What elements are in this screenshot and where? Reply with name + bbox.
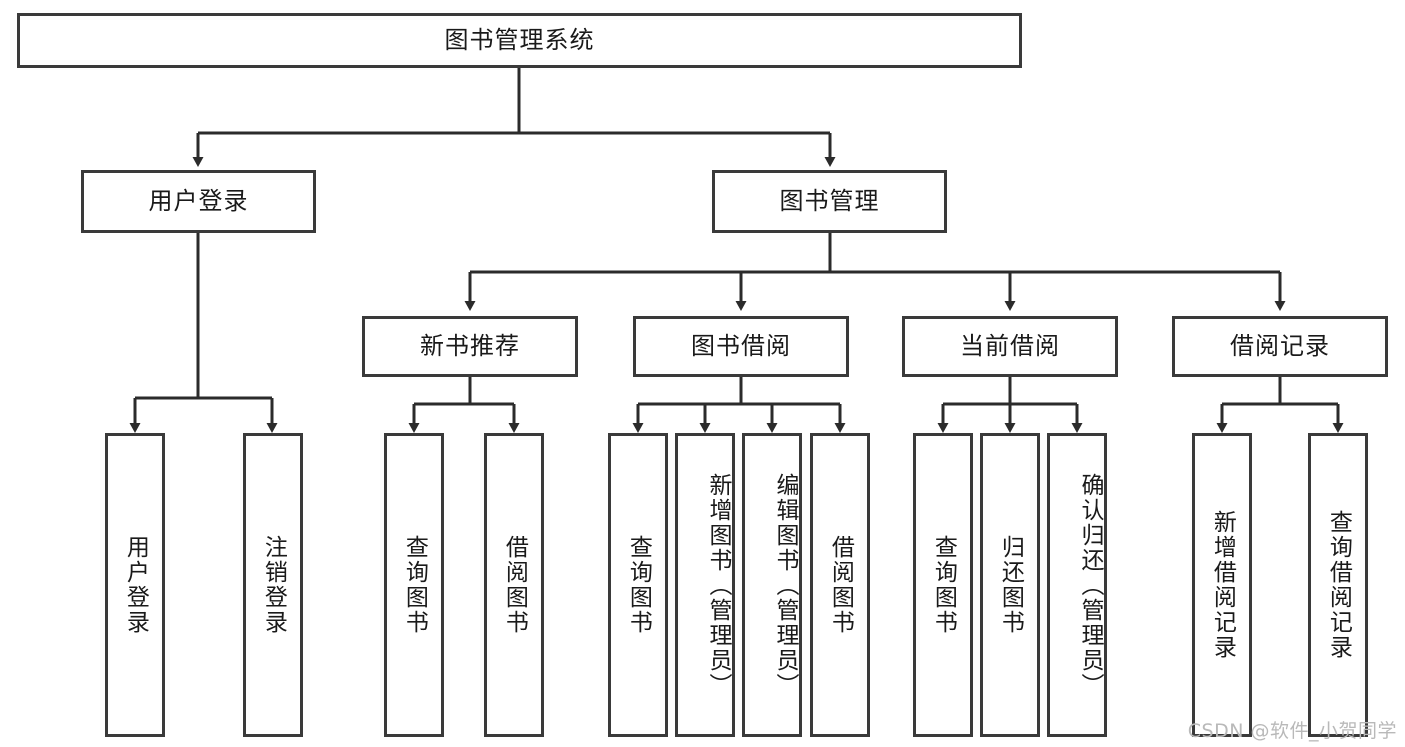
leaf-record-add-label: 新增借阅记录 (1209, 510, 1236, 660)
leaf-current-query-book-label: 查询图书 (930, 535, 957, 635)
leaf-user-login-login-label: 用户登录 (122, 535, 149, 635)
leaf-borrow-borrow-book-label: 借阅图书 (827, 535, 854, 635)
node-borrow-record-label: 借阅记录 (1230, 332, 1330, 361)
leaf-user-login-logout[interactable]: 注销登录 (243, 433, 303, 737)
node-book-borrow[interactable]: 图书借阅 (633, 316, 849, 377)
node-user-login[interactable]: 用户登录 (81, 170, 316, 233)
node-user-login-label: 用户登录 (148, 187, 249, 216)
watermark: CSDN @软件_小贺同学 (1187, 720, 1397, 742)
node-new-book-recommend-label: 新书推荐 (420, 332, 520, 361)
leaf-record-query-label: 查询借阅记录 (1325, 510, 1352, 660)
node-root-label: 图书管理系统 (444, 26, 595, 55)
leaf-current-confirm-return-label: 确认归还（管理员） (1077, 472, 1103, 698)
node-current-borrow[interactable]: 当前借阅 (902, 316, 1118, 377)
leaf-new-book-query-label: 查询图书 (401, 535, 428, 635)
leaf-borrow-query-book[interactable]: 查询图书 (608, 433, 668, 737)
leaf-borrow-edit-book-label: 编辑图书（管理员） (772, 472, 798, 698)
leaf-current-confirm-return[interactable]: 确认归还（管理员） (1047, 433, 1107, 737)
node-book-management[interactable]: 图书管理 (712, 170, 947, 233)
leaf-new-book-query[interactable]: 查询图书 (384, 433, 444, 737)
leaf-record-query[interactable]: 查询借阅记录 (1308, 433, 1368, 737)
leaf-user-login-login[interactable]: 用户登录 (105, 433, 165, 737)
leaf-current-return-book[interactable]: 归还图书 (980, 433, 1040, 737)
leaf-borrow-add-book[interactable]: 新增图书（管理员） (675, 433, 735, 737)
node-book-management-label: 图书管理 (779, 187, 880, 216)
leaf-borrow-borrow-book[interactable]: 借阅图书 (810, 433, 870, 737)
leaf-new-book-borrow[interactable]: 借阅图书 (484, 433, 544, 737)
node-new-book-recommend[interactable]: 新书推荐 (362, 316, 578, 377)
leaf-current-query-book[interactable]: 查询图书 (913, 433, 973, 737)
leaf-borrow-edit-book[interactable]: 编辑图书（管理员） (742, 433, 802, 737)
node-current-borrow-label: 当前借阅 (960, 332, 1060, 361)
leaf-user-login-logout-label: 注销登录 (260, 535, 287, 635)
node-root[interactable]: 图书管理系统 (17, 13, 1022, 68)
leaf-record-add[interactable]: 新增借阅记录 (1192, 433, 1252, 737)
leaf-current-return-book-label: 归还图书 (997, 535, 1024, 635)
node-borrow-record[interactable]: 借阅记录 (1172, 316, 1388, 377)
leaf-borrow-add-book-label: 新增图书（管理员） (705, 472, 731, 698)
leaf-borrow-query-book-label: 查询图书 (625, 535, 652, 635)
node-book-borrow-label: 图书借阅 (691, 332, 791, 361)
leaf-new-book-borrow-label: 借阅图书 (501, 535, 528, 635)
